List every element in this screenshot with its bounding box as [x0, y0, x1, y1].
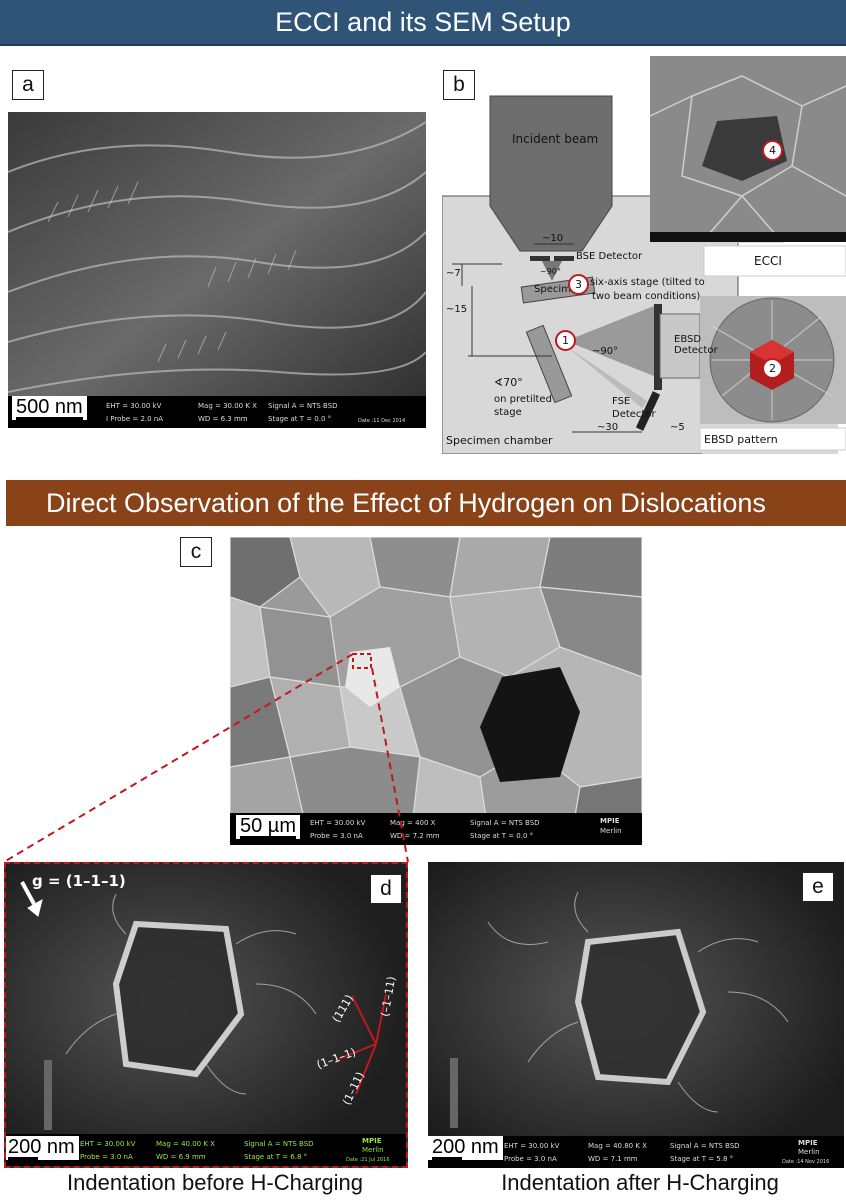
info-date: Date :21 Jul 2016	[346, 1157, 390, 1163]
g-vector-label: g = (1–1–1)	[32, 872, 126, 890]
dim-30-label: ~30	[597, 422, 619, 433]
scale-bar-c: 50 µm	[236, 815, 300, 839]
scale-line-d	[8, 1157, 38, 1160]
chamber-label: Specimen chamber	[446, 434, 553, 447]
marker-1: 1	[555, 330, 576, 351]
info-date: Date :11 Dec 2014	[358, 418, 406, 424]
panel-label-e: e	[802, 872, 834, 902]
info-probe: Probe = 3.0 nA	[504, 1155, 557, 1163]
panel-label-a: a	[12, 70, 44, 100]
info-date: Date :14 Nov 2016	[782, 1159, 830, 1165]
ebsd-pattern-label: EBSD pattern	[704, 433, 778, 446]
sem-image-e: e EHT = 30.00 kV Mag = 40.80 K X Signal …	[428, 862, 844, 1168]
sem-image-a: EHT = 30.00 kV Mag = 30.00 K X Signal A …	[8, 112, 426, 428]
info-mag: Mag = 30.00 K X	[198, 402, 257, 410]
scale-label-a: 500 nm	[16, 396, 83, 418]
sem-texture-a	[8, 112, 426, 428]
scale-line-c	[240, 836, 296, 839]
angle-90-label: ~90°	[592, 346, 619, 357]
section-title-hydrogen: Direct Observation of the Effect of Hydr…	[6, 480, 846, 526]
caption-before: Indentation before H-Charging	[67, 1170, 363, 1195]
info-stage: Stage at T = 5.8 °	[670, 1155, 734, 1163]
info-wd: WD = 7.2 mm	[390, 832, 440, 840]
ecci-label: ECCI	[754, 254, 782, 268]
info-probe: I Probe = 2.0 nA	[106, 415, 164, 423]
dim-15-label: ~15	[446, 304, 468, 315]
info-mag: Mag = 40.00 K X	[156, 1140, 215, 1148]
dim-7-label: ~7	[446, 268, 461, 279]
info-mag: Mag = 40.80 K X	[588, 1142, 647, 1150]
panel-label-c: c	[180, 537, 212, 567]
scale-label-d: 200 nm	[8, 1136, 75, 1158]
info-stage: Stage at T = 0.0 °	[470, 832, 534, 840]
info-signal: Signal A = NTS BSD	[670, 1142, 740, 1150]
angle-70-label: ∢70°	[494, 376, 523, 389]
info-eht: EHT = 30.00 kV	[80, 1140, 136, 1148]
info-probe: Probe = 3.0 nA	[80, 1153, 133, 1161]
scale-bar-a: 500 nm	[12, 396, 87, 420]
six-axis-label-2: two beam conditions)	[592, 291, 701, 302]
marker-4: 4	[762, 140, 783, 161]
on-pretilted-label: on pretilted	[494, 394, 552, 405]
specimen-label: Specimen	[534, 284, 584, 295]
scale-label-e: 200 nm	[432, 1136, 499, 1158]
scale-label-c: 50 µm	[240, 815, 296, 837]
info-wd: WD = 7.1 mm	[588, 1155, 638, 1163]
info-mpie: MPIE	[362, 1137, 382, 1145]
marker-2: 2	[762, 358, 783, 379]
panel-label-b-front: b	[443, 70, 475, 100]
info-stage: Stage at T = 6.8 °	[244, 1153, 308, 1161]
marker-3: 3	[568, 274, 589, 295]
fse-label: FSE	[612, 396, 631, 407]
info-eht: EHT = 30.00 kV	[106, 402, 162, 410]
info-mag: Mag = 400 X	[390, 819, 436, 827]
dim-10-label: ~10	[542, 233, 564, 244]
bse-detector-label: BSE Detector	[576, 251, 643, 262]
info-stage: Stage at T = 0.0 °	[268, 415, 332, 423]
dislocation-image-d	[6, 864, 406, 1166]
angle-90-top-label: ~90°	[540, 267, 561, 276]
caption-after: Indentation after H-Charging	[501, 1170, 779, 1195]
info-eht: EHT = 30.00 kV	[310, 819, 366, 827]
section-title-ecci: ECCI and its SEM Setup	[0, 0, 846, 46]
info-wd: WD = 6.9 mm	[156, 1153, 206, 1161]
info-merlin: Merlin	[600, 827, 622, 835]
scale-line-e	[432, 1157, 462, 1160]
six-axis-label: six-axis stage (tilted to	[590, 277, 705, 288]
info-mpie: MPIE	[798, 1139, 818, 1147]
scale-bar-d: 200 nm	[6, 1136, 79, 1160]
grain-map-c	[230, 537, 642, 845]
sem-setup-diagram: Incident beam ~10 BSE Detector ~90° ~7 ~…	[442, 56, 846, 454]
info-eht: EHT = 30.00 kV	[504, 1142, 560, 1150]
sem-image-c: EHT = 30.00 kV Mag = 400 X Signal A = NT…	[230, 537, 642, 845]
sem-image-d: g = (1–1–1) d (111) (–1–11) (1–1–1) (1–1…	[4, 862, 408, 1168]
info-signal: Signal A = NTS BSD	[470, 819, 540, 827]
info-wd: WD = 6.3 mm	[198, 415, 248, 423]
fse-detector-label: Detector	[612, 409, 656, 420]
panel-label-d: d	[370, 874, 402, 904]
info-signal: Signal A = NTS BSD	[244, 1140, 314, 1148]
scale-bar-e: 200 nm	[428, 1136, 503, 1160]
info-signal: Signal A = NTS BSD	[268, 402, 338, 410]
dislocation-image-e	[428, 862, 844, 1168]
info-probe: Probe = 3.0 nA	[310, 832, 363, 840]
info-mpie: MPIE	[600, 817, 620, 825]
stage-label: stage	[494, 407, 522, 418]
info-merlin: Merlin	[798, 1148, 820, 1156]
dim-5-label: ~5	[670, 422, 685, 433]
incident-beam-label: Incident beam	[512, 132, 599, 146]
info-merlin: Merlin	[362, 1146, 384, 1154]
scale-line-a	[16, 417, 83, 420]
